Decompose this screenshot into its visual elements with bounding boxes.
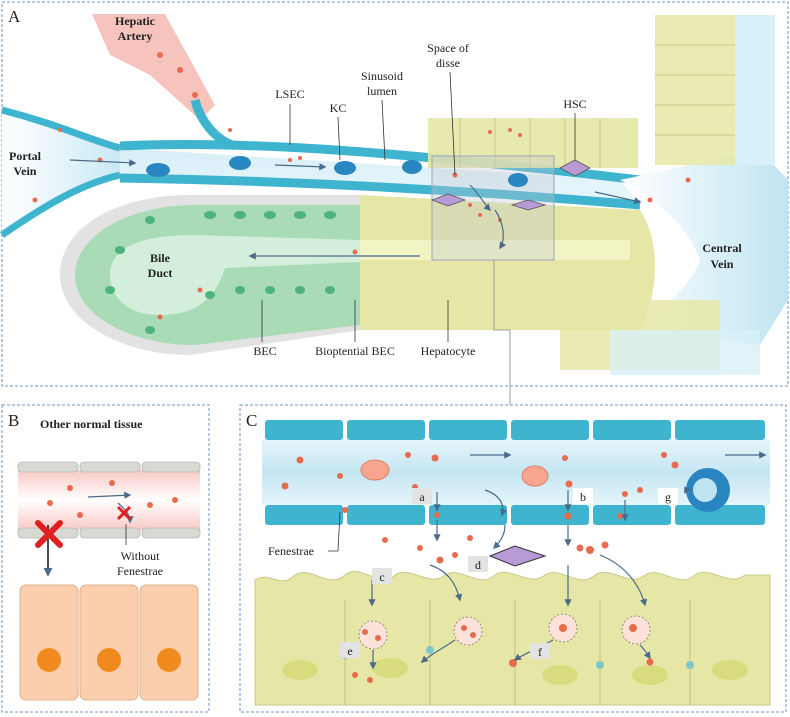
biopotential-bec-label: Bioptential BEC <box>315 344 395 358</box>
hepatic-artery-label-2: Artery <box>118 29 153 43</box>
hepatocyte-label: Hepatocyte <box>421 344 476 358</box>
step-label-d: d <box>468 556 488 572</box>
panel-b-title: Other normal tissue <box>40 417 143 431</box>
bec-nuclei <box>105 211 336 334</box>
panel-b: B Other normal tissue Without Fenestrae <box>1 404 210 713</box>
bile-duct-label-1: Bile <box>150 251 171 265</box>
bile-duct-label-2: Duct <box>148 266 173 280</box>
svg-text:f: f <box>538 645 542 659</box>
portal-vein-label-1: Portal <box>9 149 42 163</box>
bec-label: BEC <box>253 344 276 358</box>
svg-text:c: c <box>379 570 384 584</box>
central-vein-label-2: Vein <box>711 257 734 271</box>
central-vein <box>620 150 788 345</box>
svg-text:e: e <box>347 644 352 658</box>
hepatocyte-column-right <box>655 15 735 165</box>
tissue-cells <box>19 584 199 701</box>
step-label-a: a <box>412 488 432 504</box>
hepatic-artery-label-1: Hepatic <box>115 14 156 28</box>
panel-c: C <box>239 404 787 713</box>
portal-vein-label-2: Vein <box>14 164 37 178</box>
step-label-b: b <box>573 488 593 504</box>
hepatic-artery <box>92 14 215 120</box>
fenestrae-label: Fenestrae <box>268 544 314 558</box>
endothelium-bottom <box>265 505 765 525</box>
svg-text:g: g <box>665 490 671 504</box>
step-label-f: f <box>530 643 550 659</box>
central-vein-label-1: Central <box>702 241 742 255</box>
continuous-endothelium <box>17 461 201 539</box>
blocked-cross-small <box>116 505 132 521</box>
sinusoid-lumen-label-1: Sinusoid <box>361 69 403 83</box>
lsec-label: LSEC <box>275 87 304 101</box>
panel-c-letter: C <box>246 411 257 430</box>
kc-label: KC <box>330 101 347 115</box>
endothelium-right <box>735 15 775 165</box>
panel-a-letter: A <box>8 7 21 26</box>
step-label-c: c <box>372 568 392 584</box>
nanoparticles-c <box>281 452 679 683</box>
without-fenestrae-label-1: Without <box>121 549 161 563</box>
nanoparticles-a <box>32 128 691 320</box>
without-fenestrae-label-2: Fenestrae <box>117 564 163 578</box>
endothelium-top <box>265 420 765 440</box>
svg-text:b: b <box>580 490 586 504</box>
hepatocyte-layer <box>254 570 771 706</box>
hsc-c <box>488 545 547 567</box>
hepatic-stellate-cell <box>559 159 591 177</box>
step-label-e: e <box>340 642 360 658</box>
hepatocyte-plate-upper <box>428 118 638 168</box>
hepatocyte-cord <box>360 195 655 330</box>
panel-b-letter: B <box>8 411 19 430</box>
space-of-disse-label-2: disse <box>436 56 460 70</box>
bile-duct-lumen <box>110 235 360 315</box>
kupffer-cell <box>146 163 170 177</box>
blocked-cross-large <box>35 520 63 548</box>
sinusoid-lumen-c <box>262 440 770 505</box>
space-of-disse-label-1: Space of <box>427 41 469 55</box>
panel-a: A <box>0 1 789 405</box>
svg-text:a: a <box>419 490 425 504</box>
capillary-lumen <box>18 470 200 530</box>
hsc-label: HSC <box>563 97 586 111</box>
svg-text:d: d <box>475 558 481 572</box>
red-blood-cell <box>360 459 390 481</box>
step-label-g: g <box>658 488 678 504</box>
sinusoid-lumen-label-2: lumen <box>367 84 397 98</box>
